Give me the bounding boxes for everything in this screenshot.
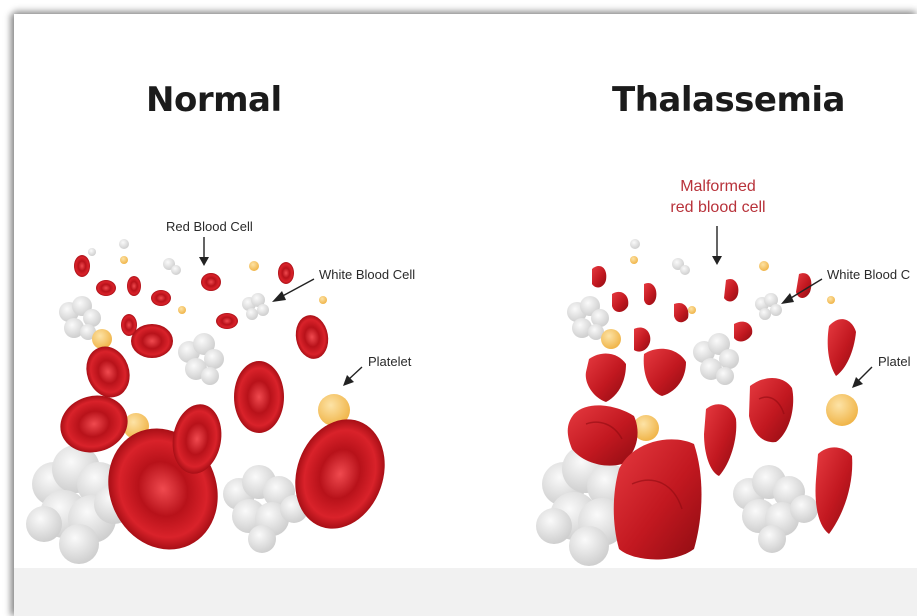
white-blood-cell	[223, 465, 308, 553]
normal-panel	[26, 237, 400, 568]
white-blood-cell-label: White Blood Cell	[319, 267, 415, 282]
white-blood-cell-small	[88, 239, 181, 275]
platelet	[92, 329, 112, 349]
white-blood-cell	[178, 333, 224, 385]
red-blood-cell-label: Red Blood Cell	[166, 219, 253, 234]
platelet	[630, 256, 638, 264]
malformed-label-line1: Malformed	[659, 176, 777, 197]
white-blood-cell	[693, 333, 739, 385]
platelet	[826, 394, 858, 426]
white-blood-cell-small	[630, 239, 690, 275]
platelet	[178, 306, 186, 314]
white-blood-cell-label: White Blood C	[827, 267, 910, 282]
platelet-label: Platel	[878, 354, 911, 369]
footer-bar	[14, 568, 917, 616]
platelet	[319, 296, 327, 304]
thalassemia-title: Thalassemia	[612, 80, 845, 120]
platelet	[827, 296, 835, 304]
malformed-label: Malformed red blood cell	[659, 176, 777, 218]
label-arrows	[199, 237, 362, 386]
normal-title: Normal	[146, 80, 282, 120]
platelet	[249, 261, 259, 271]
platelet-label: Platelet	[368, 354, 411, 369]
white-blood-cell	[733, 465, 818, 553]
platelet	[601, 329, 621, 349]
platelet	[759, 261, 769, 271]
white-blood-cell	[755, 293, 782, 320]
figure-frame: Normal Thalassemia Red Blood Cell White …	[14, 14, 917, 616]
platelet	[688, 306, 696, 314]
malformed-label-line2: red blood cell	[659, 197, 777, 218]
white-blood-cell	[567, 296, 609, 340]
thalassemia-panel	[536, 226, 872, 566]
white-blood-cell	[242, 293, 269, 320]
platelet	[120, 256, 128, 264]
